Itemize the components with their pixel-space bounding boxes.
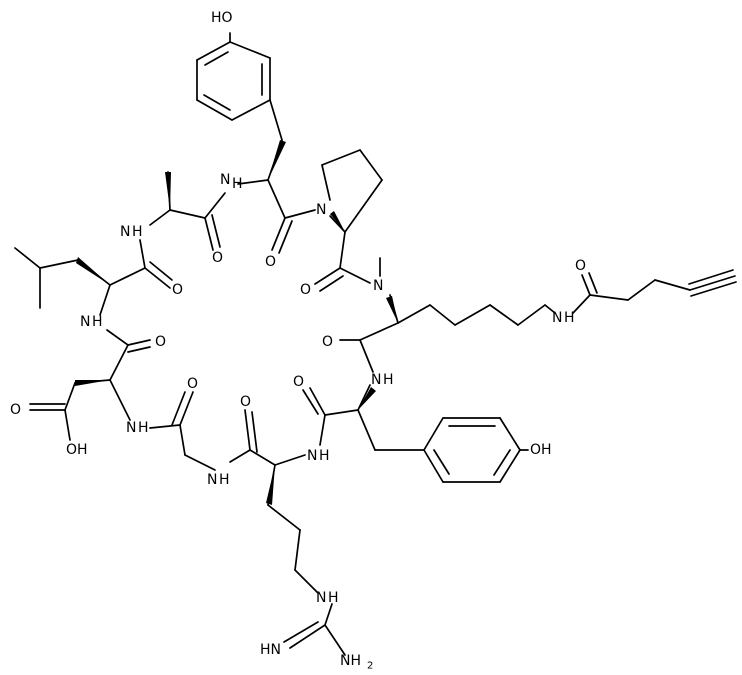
carbonyl-o-tyr: O: [265, 254, 276, 270]
amide-h-gly-arg: H: [219, 472, 230, 488]
guanidine-amine-subscript: 2: [367, 661, 373, 672]
hydroxyl-right-label: OH: [530, 442, 552, 458]
side-chain-amide-n: N: [552, 310, 562, 326]
amide-h-arg-tyr: H: [319, 448, 330, 464]
guanidine-imine: HN: [260, 642, 281, 658]
amide-n-arg-tyr: N: [307, 448, 317, 464]
proline-n: N: [316, 202, 326, 218]
carbonyl-o-leu: O: [172, 282, 183, 298]
amide-h-leu-asp: H: [92, 314, 103, 330]
amide-n-asp-gly: N: [126, 420, 136, 436]
amide-n-gly-arg: N: [207, 472, 217, 488]
carbonyl-o-ala: O: [212, 250, 223, 266]
hydroxyl-top-label: HO: [211, 10, 233, 26]
stereo-wedges: [75, 140, 398, 505]
guanidine-h: H: [328, 590, 339, 606]
carbonyl-o-pro: O: [300, 282, 311, 298]
carbonyl-o-asp: O: [155, 334, 166, 350]
side-chain-amide-o: O: [575, 258, 586, 274]
carbonyl-o-arg: O: [240, 394, 251, 410]
amide-h-asp-gly: H: [138, 420, 149, 436]
n-methyl-n: N: [373, 278, 383, 294]
bond-lines: [14, 32, 737, 656]
acid-hydroxyl: OH: [66, 442, 88, 458]
guanidine-n: N: [316, 590, 326, 606]
guanidine-amine: NH: [340, 653, 361, 669]
amide-h-ala-leu: H: [132, 224, 143, 240]
amide-n-tyr-ala: N: [220, 172, 230, 188]
carbonyl-o-lys: O: [322, 334, 333, 350]
carbonyl-o-gly: O: [187, 376, 198, 392]
amide-h-tyr-ala: H: [232, 176, 243, 192]
acid-carbonyl-o: O: [10, 402, 21, 418]
atom-labels: HO N H O N N H O O N H O N N H O O O O O…: [10, 10, 586, 672]
amide-h-tyr-lys: H: [383, 372, 394, 388]
side-chain-amide-h: H: [564, 310, 575, 326]
amide-n-leu-asp: N: [80, 314, 90, 330]
amide-n-ala-leu: N: [120, 224, 130, 240]
carbonyl-o-tyr2: O: [293, 374, 304, 390]
amide-n-tyr-lys: N: [371, 372, 381, 388]
